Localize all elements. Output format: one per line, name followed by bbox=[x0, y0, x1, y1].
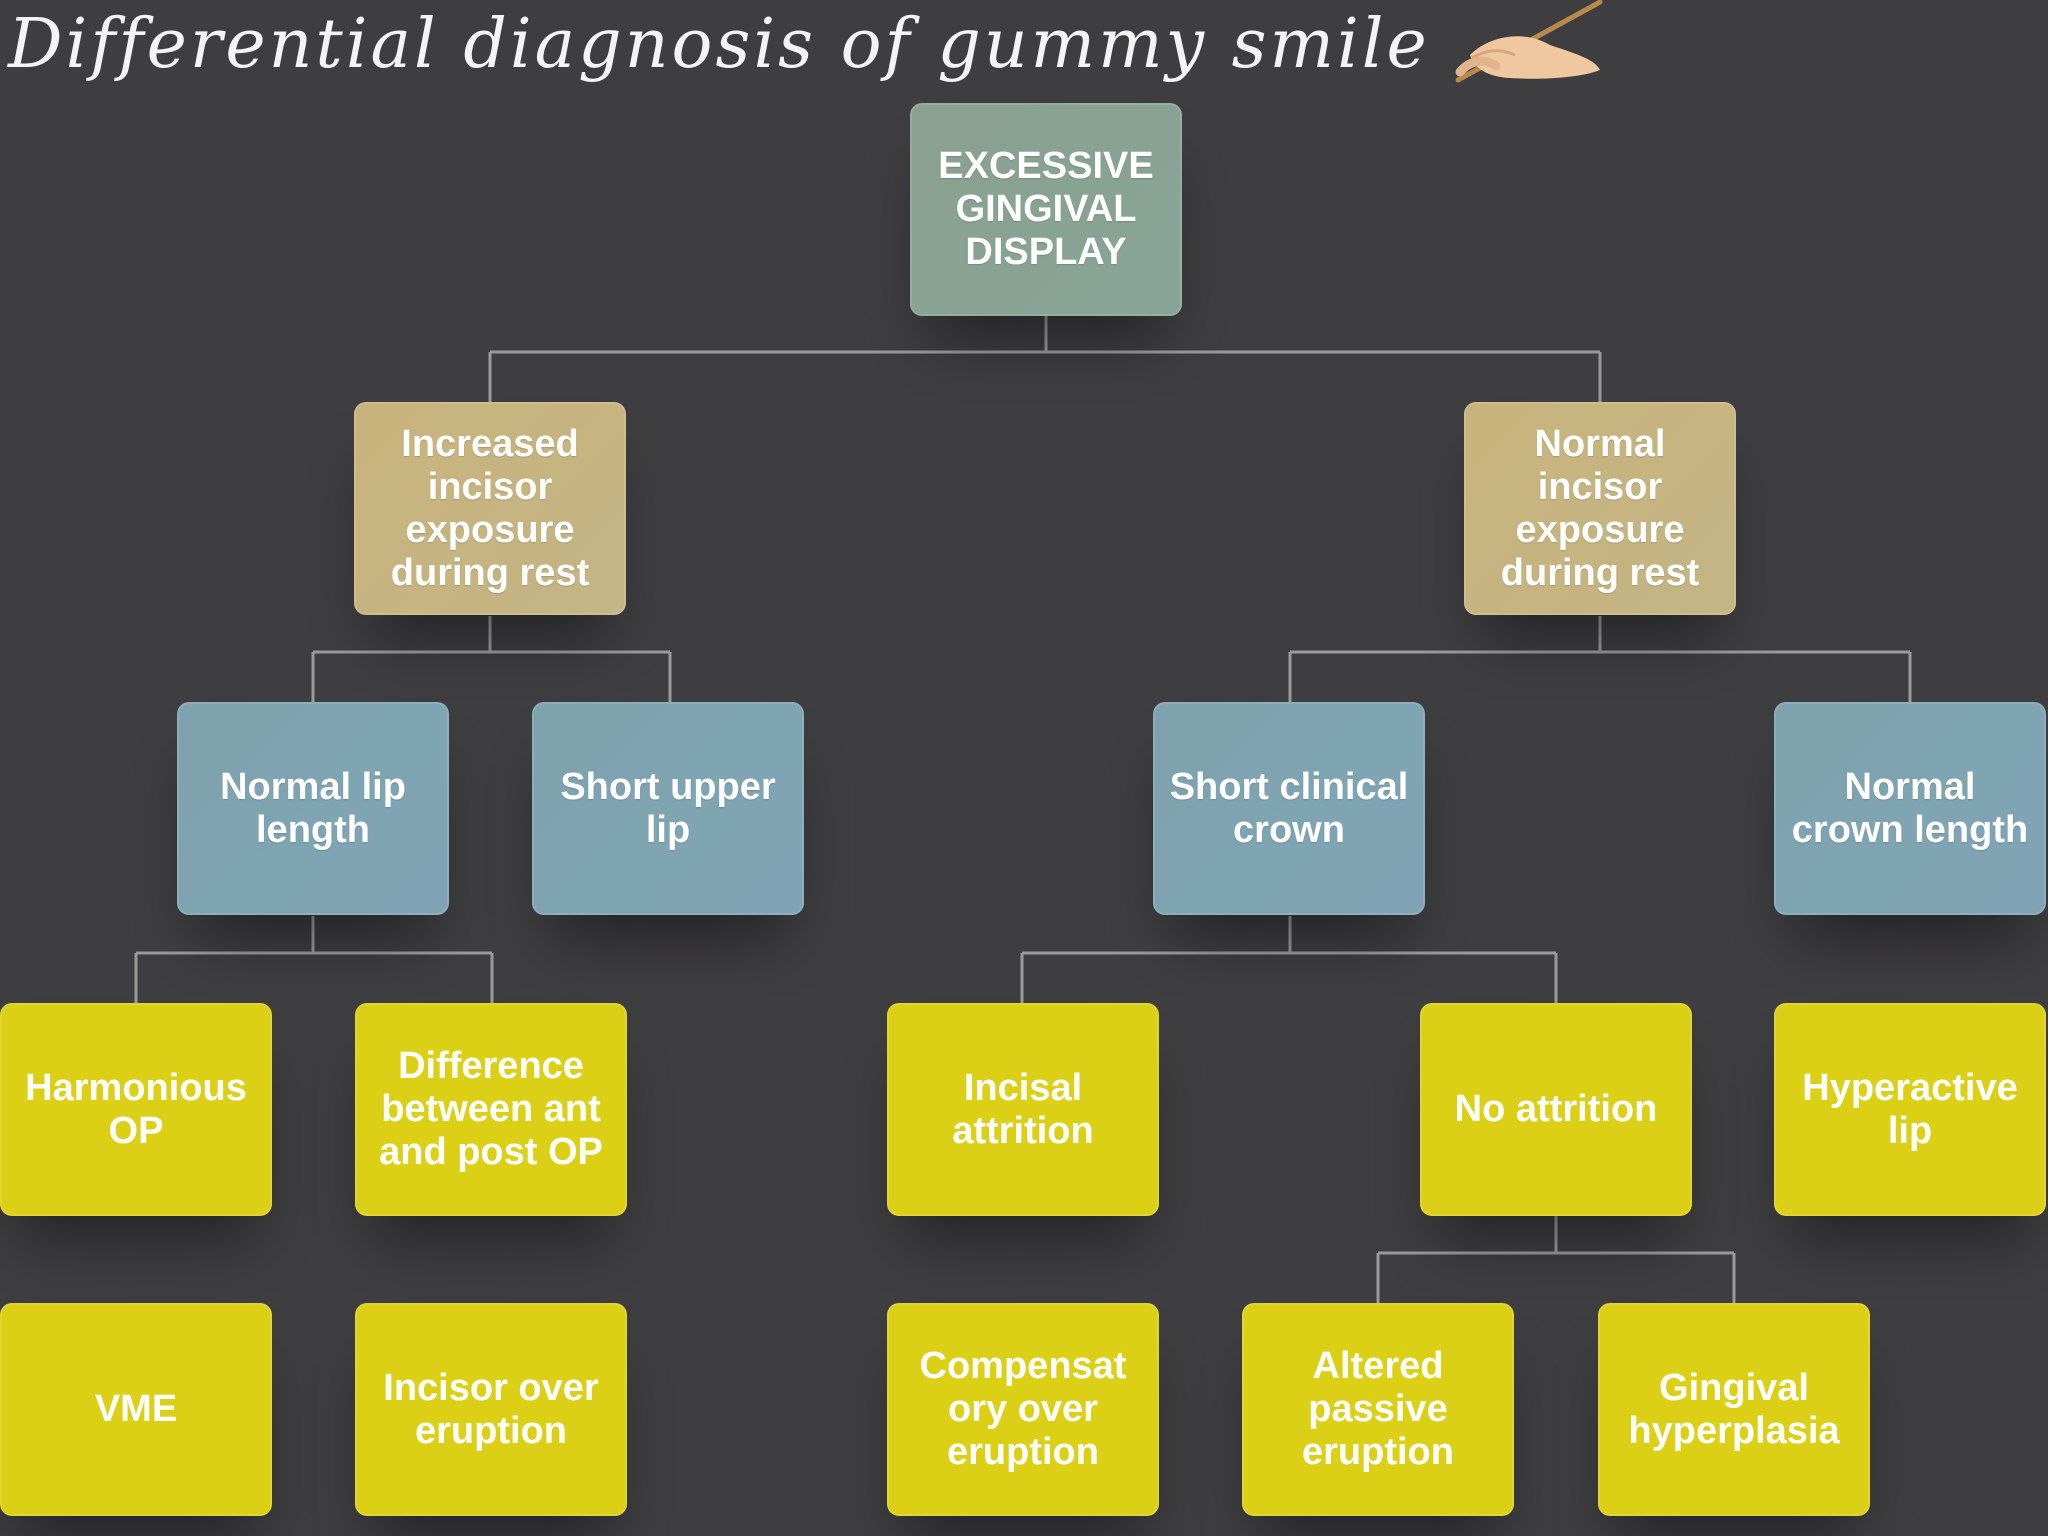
short-crown-label: Short clinical crown bbox=[1169, 765, 1409, 851]
vme-node: VME bbox=[0, 1303, 272, 1516]
hyperactive-lip-label: Hyperactive lip bbox=[1802, 1066, 2018, 1152]
compensatory-over-eruption-label: Compensat ory over eruption bbox=[919, 1345, 1127, 1473]
increased-exposure-label: Increased incisor exposure during rest bbox=[390, 422, 590, 594]
difference-label: Difference between ant and post OP bbox=[379, 1045, 603, 1173]
gingival-hyperplasia-label: Gingival hyperplasia bbox=[1628, 1366, 1840, 1452]
writing-hand-icon bbox=[1455, 0, 1603, 83]
gingival-hyperplasia-node: Gingival hyperplasia bbox=[1598, 1303, 1870, 1516]
hyperactive-lip-node: Hyperactive lip bbox=[1774, 1003, 2046, 1216]
compensatory-over-eruption-node: Compensat ory over eruption bbox=[887, 1303, 1159, 1516]
normal-crown-node: Normal crown length bbox=[1774, 702, 2046, 915]
incisal-attrition-node: Incisal attrition bbox=[887, 1003, 1159, 1216]
diagram-title: Differential diagnosis of gummy smile bbox=[8, 5, 1430, 84]
normal-lip-node: Normal lip length bbox=[177, 702, 449, 915]
altered-passive-eruption-node: Altered passive eruption bbox=[1242, 1303, 1514, 1516]
increased-exposure-node: Increased incisor exposure during rest bbox=[354, 402, 626, 615]
incisor-over-eruption-label: Incisor over eruption bbox=[383, 1366, 599, 1452]
normal-crown-label: Normal crown length bbox=[1791, 765, 2029, 851]
difference-node: Difference between ant and post OP bbox=[355, 1003, 627, 1216]
root-node: EXCESSIVE GINGIVAL DISPLAY bbox=[910, 103, 1182, 316]
incisor-over-eruption-node: Incisor over eruption bbox=[355, 1303, 627, 1516]
normal-exposure-node: Normal incisor exposure during rest bbox=[1464, 402, 1736, 615]
no-attrition-label: No attrition bbox=[1454, 1088, 1658, 1130]
normal-exposure-label: Normal incisor exposure during rest bbox=[1500, 422, 1700, 594]
root-label: EXCESSIVE GINGIVAL DISPLAY bbox=[938, 145, 1154, 273]
no-attrition-node: No attrition bbox=[1420, 1003, 1692, 1216]
vme-label: VME bbox=[94, 1388, 178, 1430]
harmonious-label: Harmonious OP bbox=[25, 1066, 247, 1152]
normal-lip-label: Normal lip length bbox=[220, 765, 406, 851]
short-lip-label: Short upper lip bbox=[560, 765, 776, 851]
short-lip-node: Short upper lip bbox=[532, 702, 804, 915]
harmonious-node: Harmonious OP bbox=[0, 1003, 272, 1216]
altered-passive-eruption-label: Altered passive eruption bbox=[1302, 1345, 1454, 1473]
incisal-attrition-label: Incisal attrition bbox=[952, 1066, 1094, 1152]
short-crown-node: Short clinical crown bbox=[1153, 702, 1425, 915]
